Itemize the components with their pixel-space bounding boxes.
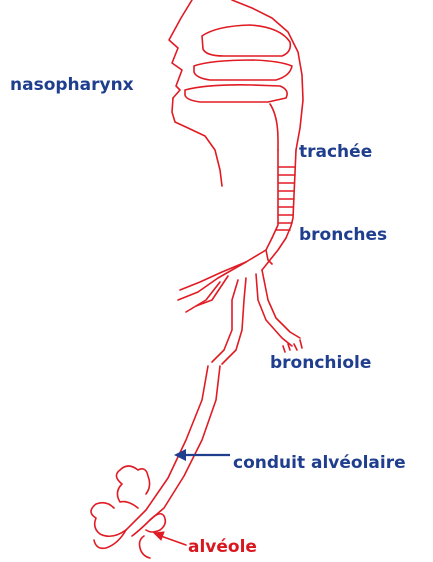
alveolar-duct [126,366,220,530]
trachea [272,150,296,238]
alveolus-label: alvéole [188,537,257,557]
nasal-cavity [185,25,292,102]
alveolus-arrow [154,532,186,545]
alveolar-sacs [91,466,165,558]
pharynx [270,104,278,150]
head-outline [169,0,303,186]
bronchial-tree [178,238,302,364]
nasopharynx-label: nasopharynx [10,75,134,95]
bronchiole-label: bronchiole [270,353,371,373]
trachea-label: trachée [299,142,372,162]
alveolar-duct-arrow [174,449,230,461]
bronchi-label: bronches [299,225,387,245]
alveolar-duct-label: conduit alvéolaire [233,453,406,473]
